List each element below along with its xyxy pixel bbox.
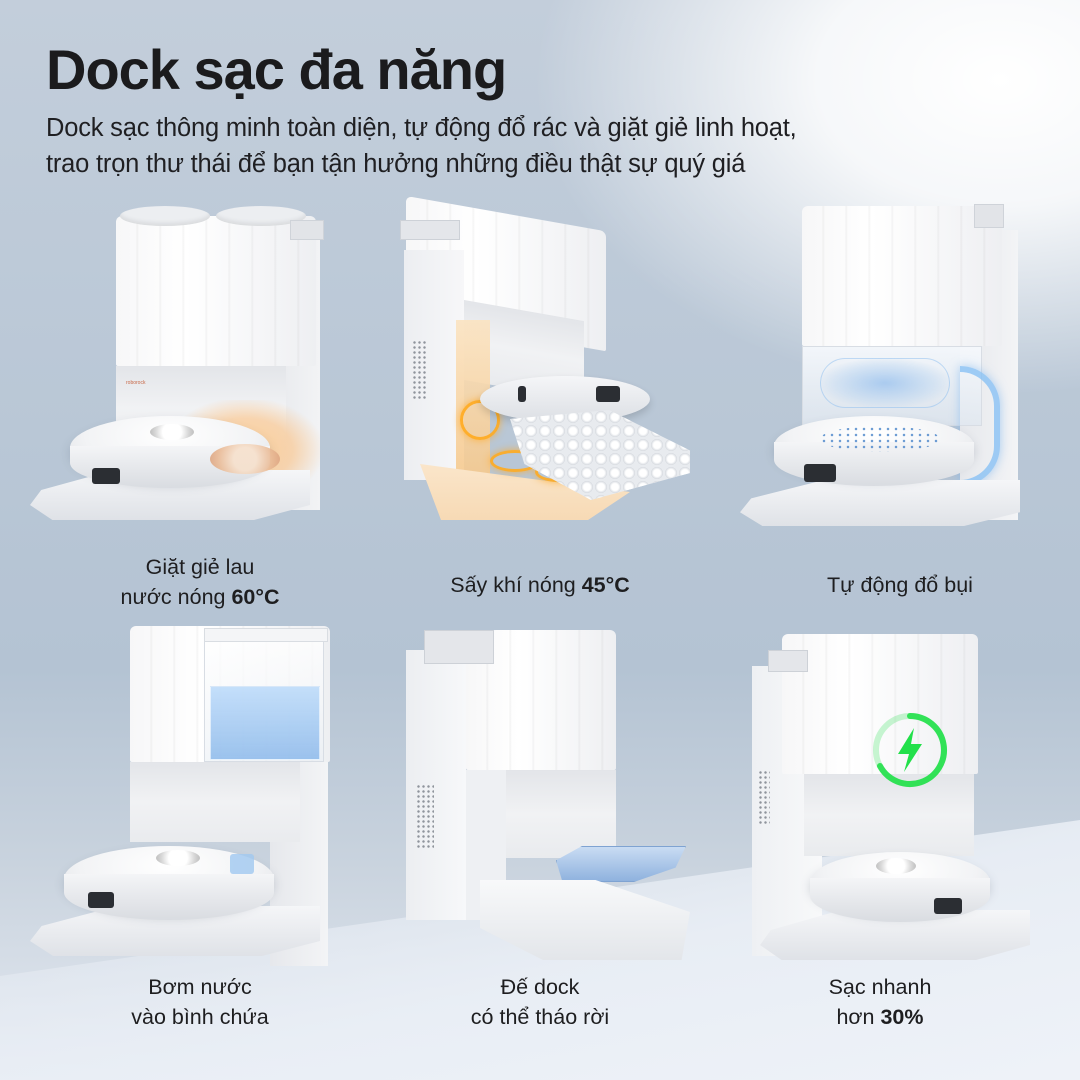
dock-hot-air-dryer-icon [360, 180, 720, 550]
page-title: Dock sạc đa năng [46, 38, 507, 101]
dock-auto-dust-empty-icon [720, 180, 1080, 550]
feature-caption: Giặt giẻ lau nước nóng 60°C [120, 555, 280, 609]
dock-washing-mop-icon: roborock [20, 180, 380, 550]
header: Dock sạc đa năng Dock sạc thông minh toà… [46, 38, 797, 182]
dock-removable-base-icon [360, 620, 720, 990]
subtitle-line-1: Dock sạc thông minh toàn diện, tự động đ… [46, 114, 797, 142]
feature-caption: Đế dock có thể tháo rời [470, 975, 610, 1029]
page-subtitle: Dock sạc thông minh toàn diện, tự động đ… [46, 110, 797, 182]
feature-caption: Tự động đổ bụi [827, 573, 973, 597]
feature-caption: Sạc nhanh hơn 30% [828, 975, 932, 1029]
dock-water-tank-icon [20, 620, 380, 990]
feature-grid: roborock Giặt giẻ lau nước nóng 60°C [0, 180, 1080, 1060]
feature-caption: Sấy khí nóng 45°C [450, 573, 630, 597]
subtitle-line-2: trao trọn thư thái để bạn tận hưởng nhữn… [46, 150, 746, 178]
feature-caption: Bơm nước vào bình chứa [131, 975, 269, 1029]
charging-bolt-icon [873, 713, 947, 787]
dock-fast-charging-icon [700, 620, 1060, 990]
